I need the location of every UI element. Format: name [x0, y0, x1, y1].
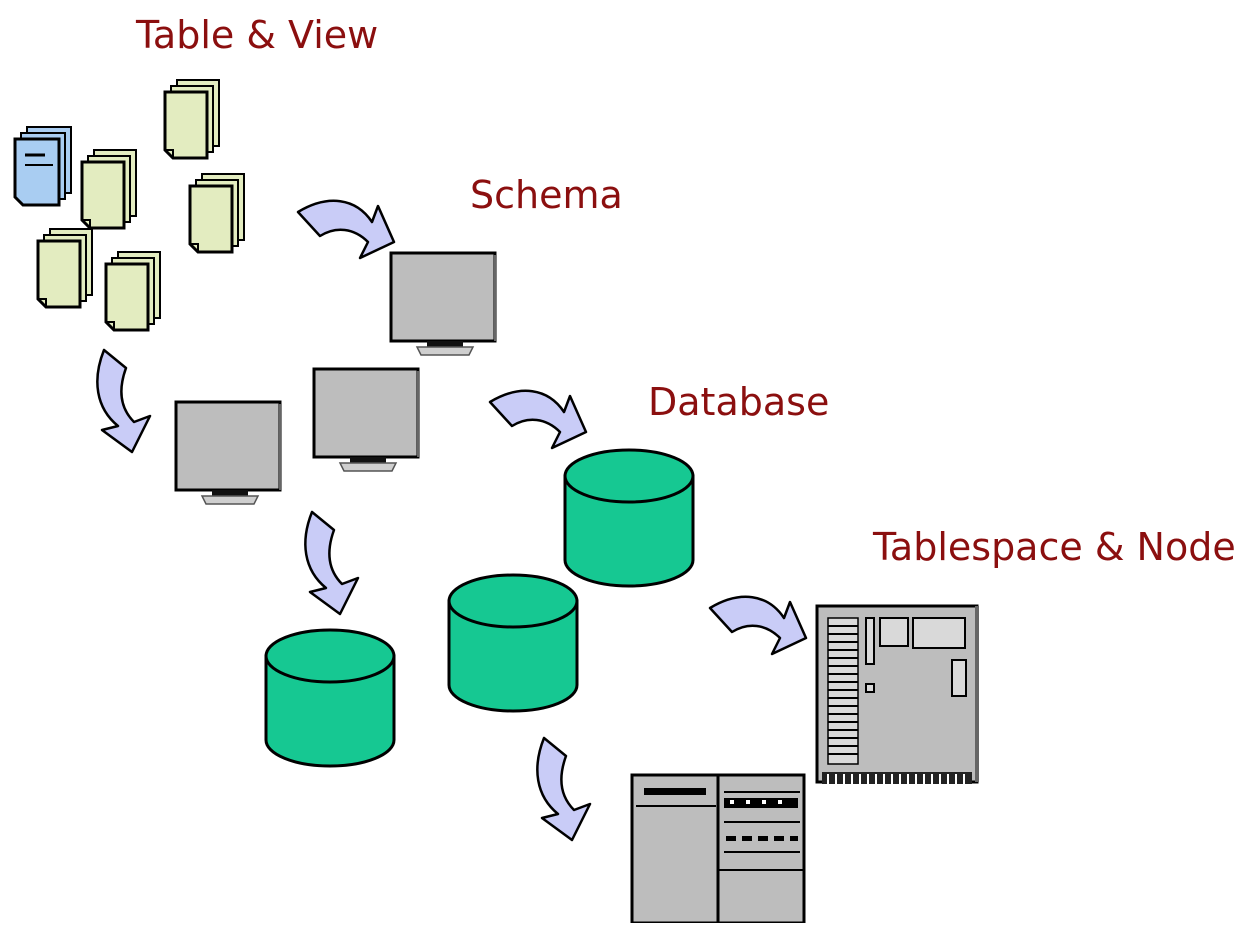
- circuit-board-icon: [815, 604, 979, 784]
- arrow-icon: [304, 510, 360, 616]
- tablespace-node-label: Tablespace & Node: [873, 525, 1236, 569]
- table-view-label: Table & View: [136, 13, 379, 57]
- document-icon: [80, 148, 138, 230]
- server-icon: [630, 773, 806, 925]
- arrow-icon: [96, 348, 152, 454]
- database-icon: [447, 573, 579, 713]
- schema-icon: [312, 367, 420, 473]
- database-icon: [563, 448, 695, 588]
- document-icon: [104, 250, 162, 332]
- document-icon: [36, 227, 94, 309]
- document-icon: [188, 172, 246, 254]
- database-label: Database: [648, 380, 830, 424]
- document-icon: [13, 125, 73, 207]
- arrow-icon: [488, 389, 588, 450]
- document-icon: [163, 78, 221, 160]
- schema-icon: [174, 400, 282, 506]
- arrow-icon: [296, 199, 396, 260]
- arrow-icon: [536, 736, 592, 842]
- arrow-icon: [708, 595, 808, 656]
- schema-icon: [389, 251, 497, 357]
- database-icon: [264, 628, 396, 768]
- schema-label: Schema: [470, 173, 623, 217]
